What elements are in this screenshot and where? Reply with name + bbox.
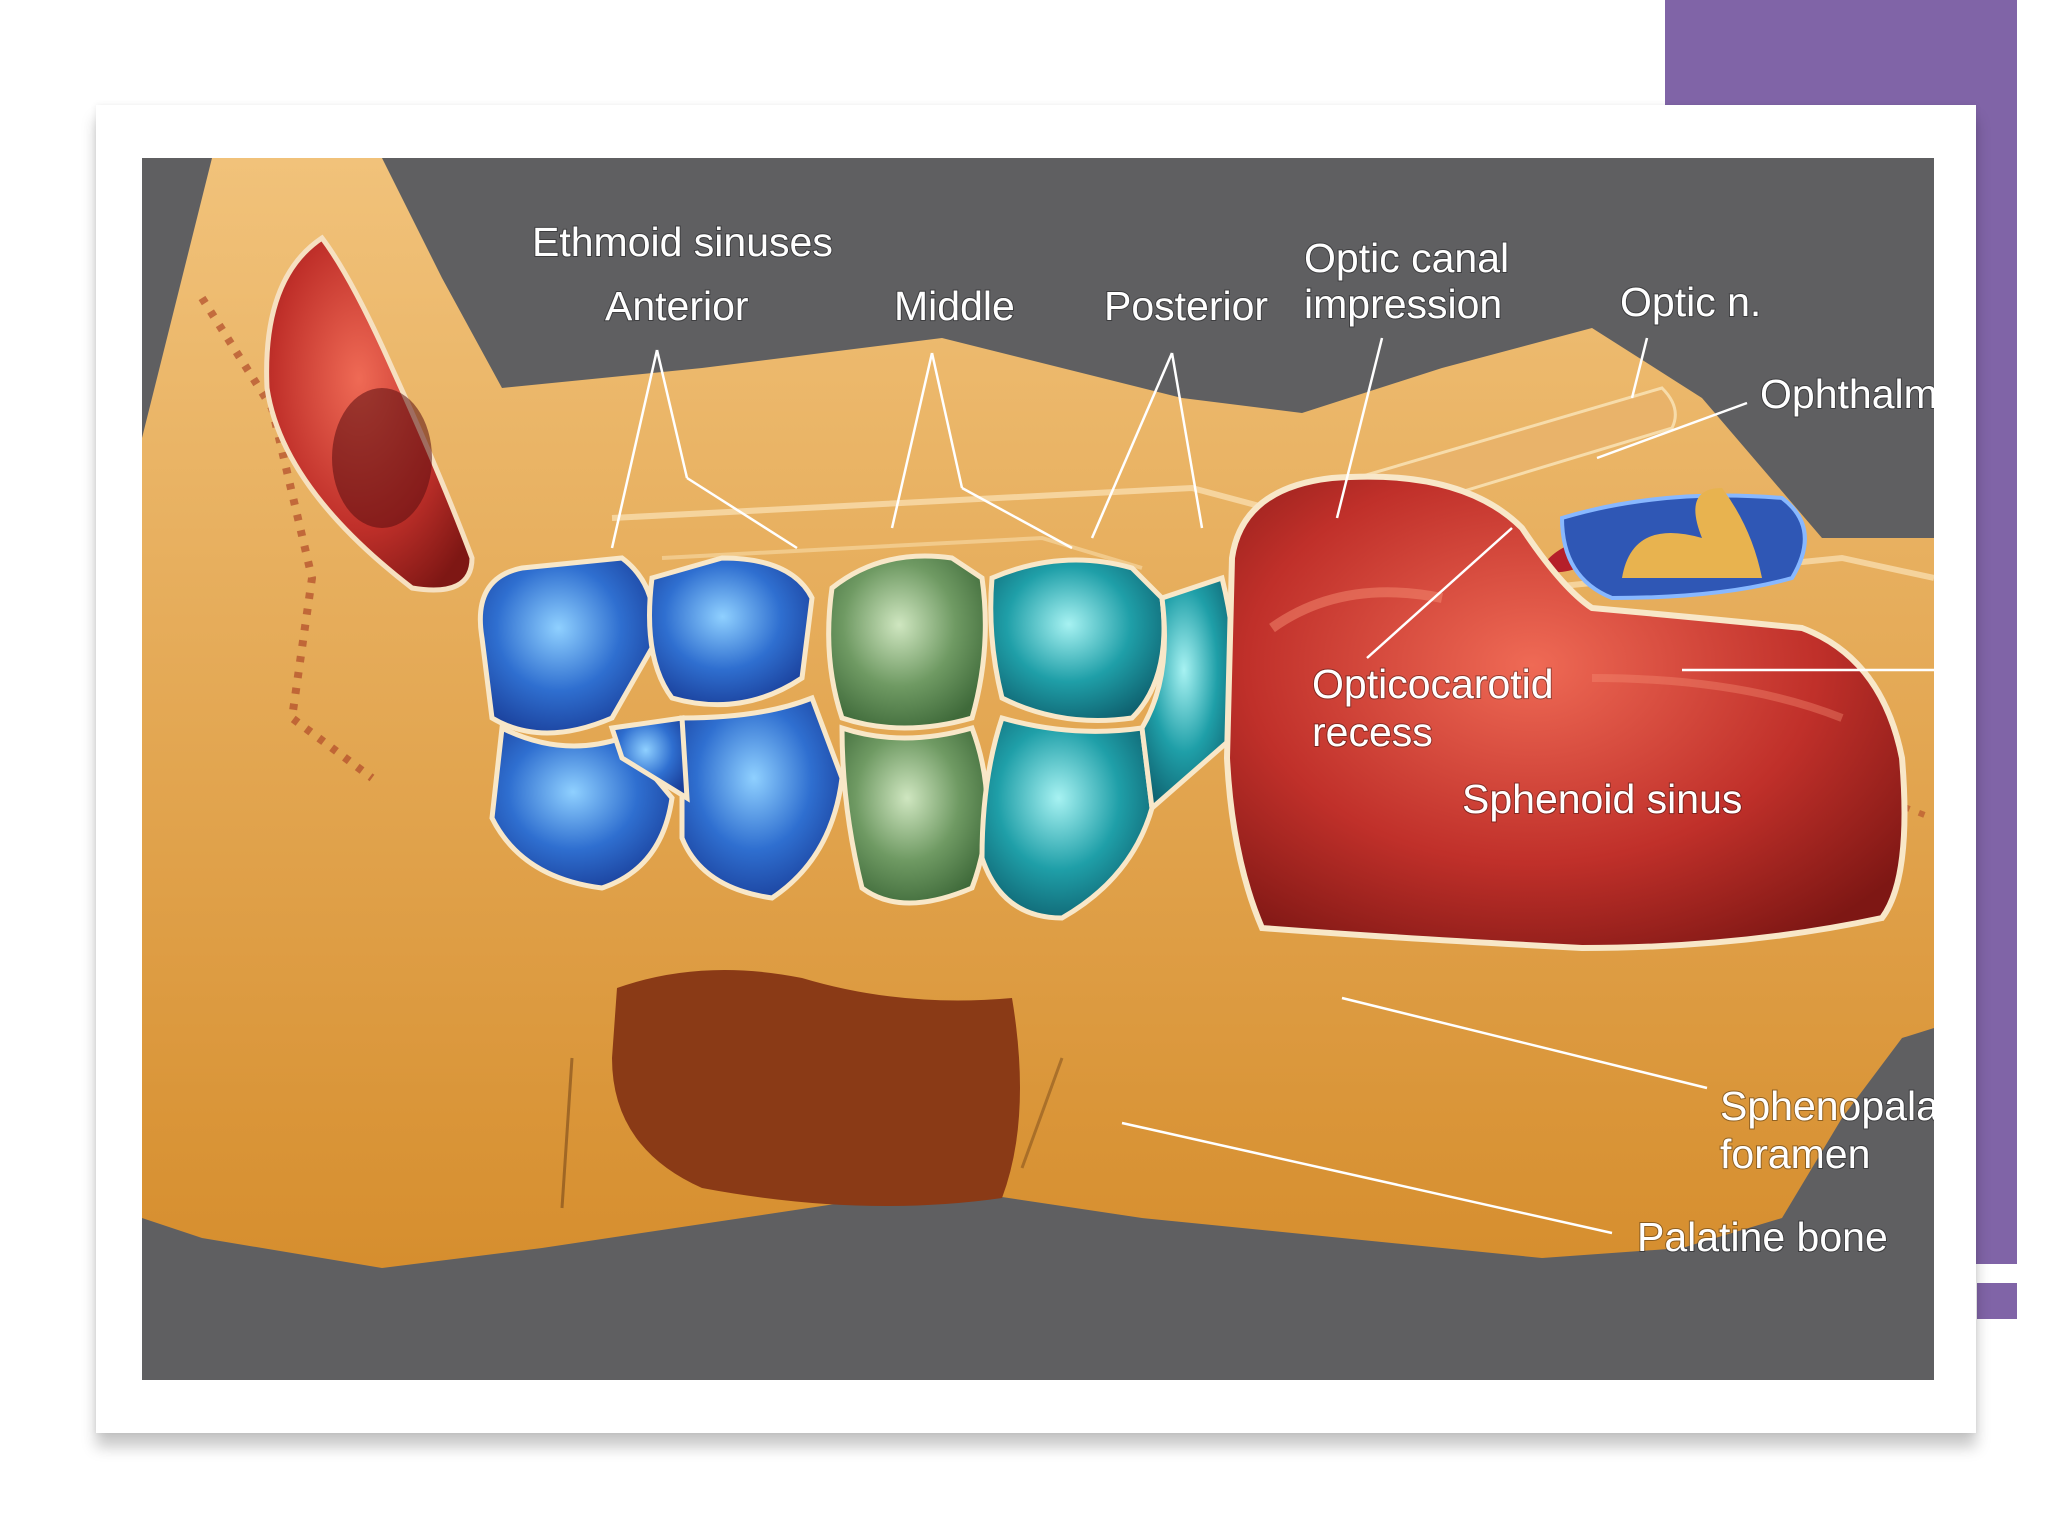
sinus-anatomy-svg: Ethmoid sinuses Anterior Middle Posterio… <box>142 158 1934 1268</box>
nasal-cavity-opening <box>612 970 1020 1206</box>
label-posterior: Posterior <box>1104 283 1268 329</box>
label-sphenoid-sinus: Sphenoid sinus <box>1462 776 1742 822</box>
label-anterior: Anterior <box>605 283 749 329</box>
diagram-labels: Ethmoid sinuses Anterior Middle Posterio… <box>531 218 1934 1261</box>
sinus-anatomy-illustration: Ethmoid sinuses Anterior Middle Posterio… <box>142 158 1934 1380</box>
label-optic-canal-line1: Optic canal <box>1304 235 1509 281</box>
label-sphenopalatine-line1: Sphenopala <box>1720 1083 1934 1129</box>
anterior-ethmoid-cells <box>477 555 845 901</box>
label-optic-n: Optic n. <box>1620 279 1761 325</box>
label-optic-canal-line2: impression <box>1304 281 1502 327</box>
label-opticocarotid-line2: recess <box>1312 709 1433 755</box>
label-palatine-bone: Palatine bone <box>1637 1214 1888 1260</box>
middle-ethmoid-cells <box>826 553 990 906</box>
leader-lines <box>610 337 1934 1235</box>
label-ethmoid-sinuses: Ethmoid sinuses <box>532 219 833 265</box>
label-ophthalmic: Ophthalmi <box>1760 371 1934 417</box>
posterior-ethmoid-cells <box>979 557 1238 921</box>
accent-tab <box>1977 1283 2017 1319</box>
label-sphenopalatine-line2: foramen <box>1720 1131 1870 1177</box>
label-opticocarotid-line1: Opticocarotid <box>1312 661 1554 707</box>
label-middle: Middle <box>894 283 1015 329</box>
